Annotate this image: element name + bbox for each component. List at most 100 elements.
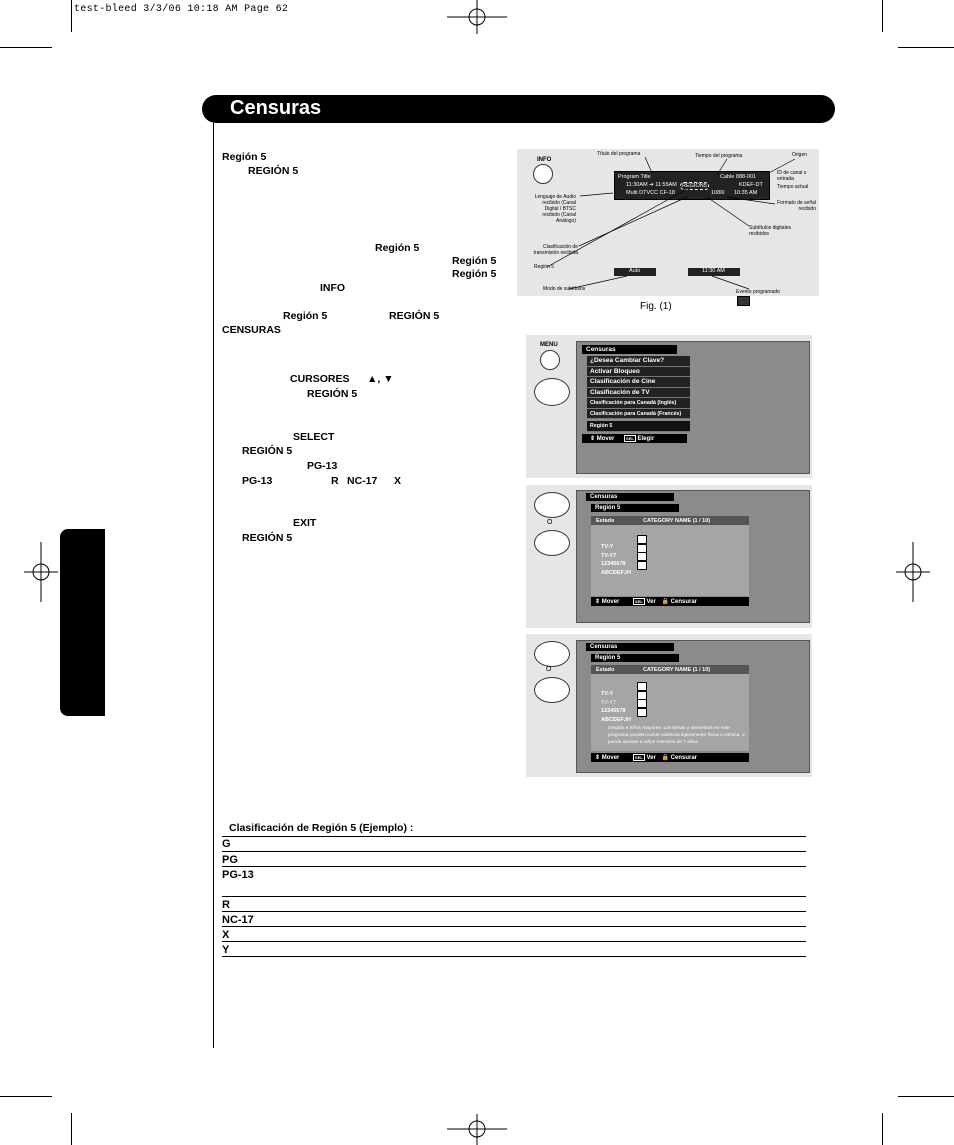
menu-item[interactable]: Clasificación para Canadá (Inglés) [587, 398, 690, 409]
menu-button[interactable] [540, 350, 560, 370]
time-range: 11:30AM ➜ 11:55AM [626, 182, 677, 188]
rating-name: TV-Y7 [601, 699, 617, 706]
table-row: G [222, 836, 806, 852]
menu-item[interactable]: Clasificación de Cine [587, 377, 690, 388]
table-row: Y [222, 942, 806, 957]
dpad-bottom[interactable] [534, 530, 570, 556]
rating-name: TV-Y [601, 691, 614, 697]
rating-row[interactable]: TV-Y [601, 535, 661, 550]
category-name: CATEGORY NAME (1 / 10) [643, 518, 711, 524]
crop-mark [0, 1096, 52, 1097]
rating-code: X [222, 929, 230, 941]
scheduled-event-box [688, 268, 740, 276]
sel-badge: SEL [624, 435, 636, 442]
rating-code: NC-17 [222, 914, 254, 926]
info-button-label: INFO [537, 157, 552, 163]
rating-row[interactable]: ABCDEFJH [601, 707, 661, 723]
program-title: Program Title [618, 174, 651, 180]
table-row: X [222, 927, 806, 942]
rating-name: TV-Y7 [601, 552, 617, 559]
lock-icon: 🔒 [661, 599, 669, 605]
rating-code: R [222, 899, 230, 911]
rating-name: 12345678 [601, 561, 626, 567]
caption-mode-value: Auto [629, 268, 641, 274]
menu1-footer: ⇕ Mover SEL Elegir [582, 434, 687, 443]
footer-move: Mover [601, 755, 620, 761]
rating-panel-header [591, 665, 749, 674]
footer-ver: Ver [646, 599, 656, 605]
rating-code: PG [222, 854, 238, 866]
menu-button-label: MENU [540, 342, 558, 348]
caption-mode-box [614, 268, 656, 276]
crop-mark [898, 1096, 954, 1097]
footer-move: Mover [596, 436, 615, 442]
keyword-pg13: PG-13 [307, 460, 338, 472]
keyword-region5: Región 5 [452, 268, 497, 280]
rating-row[interactable]: 12345678 [601, 552, 661, 567]
rating-panel-header [591, 516, 749, 525]
menu-item[interactable]: Región 5 [587, 421, 690, 432]
figure-caption: Fig. (1) [640, 301, 672, 312]
dpad-top[interactable] [534, 641, 570, 667]
keyword-exit: EXIT [293, 517, 317, 529]
sel-badge: SEL [633, 754, 645, 761]
menu-item[interactable]: Clasificación para Canadá (Francés) [587, 408, 690, 419]
registration-mark-top [447, 0, 507, 34]
crop-mark [71, 1113, 72, 1145]
move-icon: ⇕ [595, 599, 601, 605]
rating-code: G [222, 838, 231, 850]
move-icon: ⇕ [590, 436, 596, 442]
keyword-region5: REGIÓN 5 [242, 532, 293, 544]
menu-item[interactable]: Clasificación de TV [587, 387, 690, 398]
keyword-region5: REGIÓN 5 [242, 445, 293, 457]
rating-row[interactable]: TV-Y7 [601, 543, 661, 559]
estado-label: Estado [596, 518, 615, 524]
rating-row[interactable]: 12345678 [601, 699, 661, 714]
table-row: R [222, 897, 806, 912]
title-bar [202, 95, 835, 123]
registration-mark-bottom [447, 1114, 507, 1145]
printer-slug: test-bleed 3/3/06 10:18 AM Page 62 [74, 4, 289, 15]
rating-name: ABCDEFJH [601, 716, 631, 723]
vertical-rule [213, 123, 214, 1048]
or-label: O [546, 666, 552, 673]
rating-name: TV-Y [601, 544, 614, 550]
label-titulo: Título del programa [597, 151, 641, 157]
region-box: REGION5 [680, 182, 709, 190]
menu-item[interactable]: Activar Bloqueo [587, 366, 690, 377]
label-clasificacion: Clasificación de transmisión recibida [533, 244, 578, 256]
rating-code: PG-13 [222, 869, 254, 881]
rating-row[interactable]: ABCDEFJH [601, 560, 661, 576]
keyword-nc17: NC-17 [347, 475, 378, 487]
keyword-arrows: ▲, ▼ [367, 373, 394, 385]
estado-label: Estado [596, 667, 615, 673]
rating-row[interactable]: TV-Y [601, 682, 661, 697]
menu-header: Censuras [586, 643, 674, 651]
label-formato: Formato de señal recibido [777, 200, 816, 212]
lock-icon[interactable] [637, 560, 647, 570]
submenu-header: Región 5 [591, 504, 679, 512]
keyword-region5: Región 5 [283, 310, 328, 322]
keyword-region5: Región 5 [452, 255, 497, 267]
crop-mark [882, 1113, 883, 1145]
signal-format: 1080i [711, 190, 725, 196]
info-button[interactable] [533, 164, 553, 184]
station-id: KDEF-DT [739, 182, 763, 188]
region5-heading: Región 5 [222, 151, 267, 163]
lock-icon[interactable] [637, 707, 647, 717]
dpad-bottom[interactable] [534, 677, 570, 703]
footer-ver: Ver [646, 755, 656, 761]
registration-mark-right [896, 542, 930, 602]
menu-header: Censuras [586, 493, 674, 501]
table-row: PG-13 [222, 867, 806, 897]
footer-censurar: Censurar [670, 599, 698, 605]
cable-channel: Cable 888-001 [720, 174, 757, 180]
dpad[interactable] [534, 378, 570, 406]
rating-row[interactable]: TV-Y7 [601, 690, 661, 706]
crop-mark [882, 0, 883, 32]
rating-description: Dirigido a niños mayores. Los temas y el… [608, 726, 745, 745]
menu-item[interactable]: ¿Desea Cambiar Clave? [587, 356, 690, 367]
dpad-top[interactable] [534, 492, 570, 518]
